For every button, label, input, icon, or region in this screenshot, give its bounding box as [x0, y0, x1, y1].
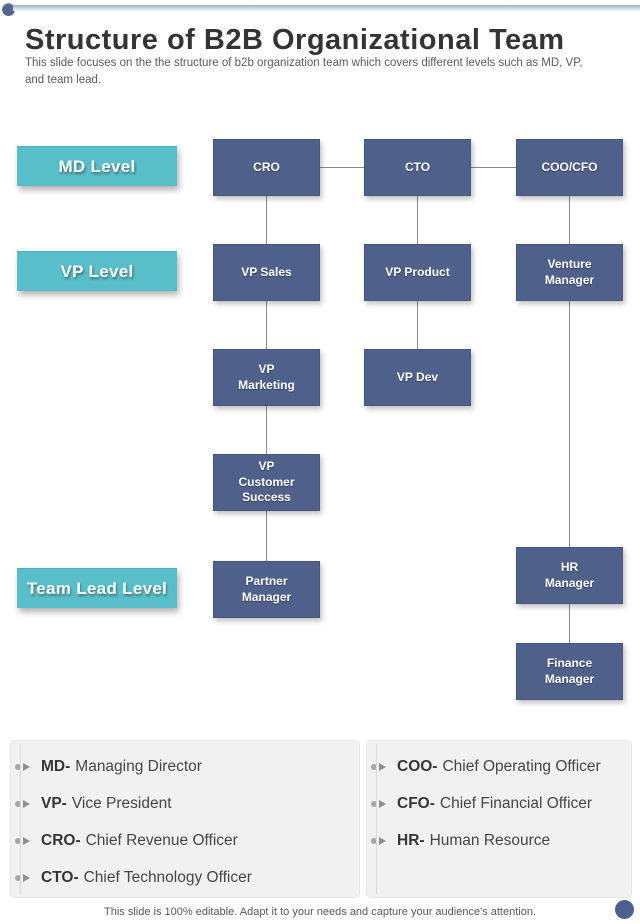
legend-panel-left: MD-Managing Director VP-Vice President C… [10, 740, 360, 898]
connector-cro-cto [320, 167, 364, 168]
legend-item-coo: COO-Chief Operating Officer [367, 748, 631, 785]
connector-venture-hr [569, 301, 570, 547]
legend-meaning: Vice President [71, 794, 172, 812]
legend-item-vp: VP-Vice President [11, 785, 359, 822]
legend-panel-right: COO-Chief Operating Officer CFO-Chief Fi… [366, 740, 632, 898]
abbreviation-legend: MD-Managing Director VP-Vice President C… [10, 740, 632, 898]
page-title: Structure of B2B Organizational Team [25, 24, 565, 56]
arrow-bullet-icon [371, 799, 386, 808]
legend-meaning: Chief Revenue Officer [85, 831, 238, 849]
connector-vpcs-partner [266, 511, 267, 561]
legend-abbr: COO- [397, 757, 438, 775]
org-node-vp-product: VP Product [364, 244, 471, 301]
legend-item-cto: CTO-Chief Technology Officer [11, 859, 359, 896]
arrow-bullet-icon [15, 836, 30, 845]
top-divider-rule [13, 5, 640, 11]
page-subtitle: This slide focuses on the the structure … [25, 57, 583, 86]
arrow-bullet-icon [371, 762, 386, 771]
footer-accent-dot-icon [615, 900, 634, 919]
legend-item-cro: CRO-Chief Revenue Officer [11, 822, 359, 859]
legend-abbr: MD- [41, 757, 71, 775]
org-node-cto: CTO [364, 139, 471, 196]
footer-note: This slide is 100% editable. Adapt it to… [104, 906, 536, 918]
org-node-partner-manager: Partner Manager [213, 561, 320, 618]
legend-text: COO-Chief Operating Officer [397, 758, 601, 776]
legend-meaning: Human Resource [429, 831, 551, 849]
connector-vpsales-vpmarketing [266, 301, 267, 349]
legend-item-md: MD-Managing Director [11, 748, 359, 785]
level-label-vp: VP Level [17, 251, 177, 291]
legend-abbr: CTO- [41, 868, 79, 886]
legend-abbr: CFO- [397, 794, 435, 812]
legend-text: VP-Vice President [41, 795, 172, 813]
connector-hr-finance [569, 604, 570, 644]
legend-item-hr: HR-Human Resource [367, 822, 631, 859]
top-accent-dot-icon [2, 3, 15, 16]
legend-abbr: CRO- [41, 831, 81, 849]
org-node-vp-sales: VP Sales [213, 244, 320, 301]
org-node-hr-manager: HR Manager [516, 547, 623, 604]
org-node-finance-manager: Finance Manager [516, 643, 623, 700]
level-label-md: MD Level [17, 146, 177, 186]
arrow-bullet-icon [15, 873, 30, 882]
arrow-bullet-icon [15, 762, 30, 771]
connector-vpmarketing-vpcs [266, 406, 267, 454]
arrow-bullet-icon [15, 799, 30, 808]
org-node-vp-customer-success: VP Customer Success [213, 454, 320, 511]
legend-meaning: Chief Technology Officer [83, 868, 252, 886]
connector-cro-vpsales [266, 196, 267, 244]
org-node-cro: CRO [213, 139, 320, 196]
connector-cto-vpproduct [417, 196, 418, 244]
legend-text: CTO-Chief Technology Officer [41, 869, 252, 887]
legend-text: CFO-Chief Financial Officer [397, 795, 592, 813]
org-node-coo-cfo: COO/CFO [516, 139, 623, 196]
legend-text: HR-Human Resource [397, 832, 550, 850]
legend-text: CRO-Chief Revenue Officer [41, 832, 238, 850]
legend-meaning: Chief Financial Officer [439, 794, 593, 812]
level-label-team-lead: Team Lead Level [17, 568, 177, 608]
legend-meaning: Chief Operating Officer [442, 757, 601, 775]
connector-coocfo-venture [569, 196, 570, 244]
legend-meaning: Managing Director [75, 757, 202, 775]
arrow-bullet-icon [371, 836, 386, 845]
connector-cto-coocfo [471, 167, 516, 168]
legend-abbr: HR- [397, 831, 425, 849]
org-node-vp-marketing: VP Marketing [213, 349, 320, 406]
connector-vpproduct-vpdev [417, 301, 418, 349]
org-node-vp-dev: VP Dev [364, 349, 471, 406]
legend-item-cfo: CFO-Chief Financial Officer [367, 785, 631, 822]
org-node-venture-manager: Venture Manager [516, 244, 623, 301]
legend-text: MD-Managing Director [41, 758, 202, 776]
legend-abbr: VP- [41, 794, 67, 812]
